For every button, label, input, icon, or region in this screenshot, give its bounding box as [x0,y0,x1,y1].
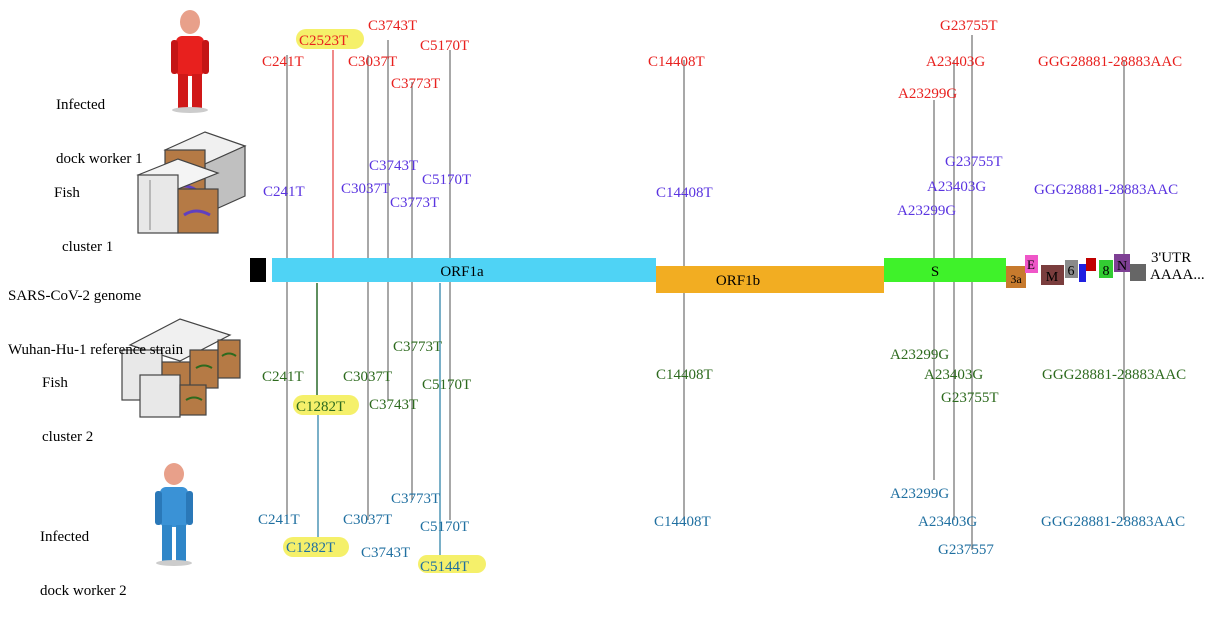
gene-orf10 [1130,264,1146,281]
mutation-label-fish1-1: C3037T [341,181,390,197]
gene-e [1025,255,1038,273]
gene-label-orf1b: ORF1b [716,273,760,289]
mutation-label-fish1-6: A23299G [897,203,956,219]
mutation-label-fish2-5: C5170T [422,377,471,393]
gene-8 [1099,260,1113,278]
mutation-label-worker2-7: C14408T [654,514,711,530]
mutation-label-worker2-11: GGG28881-28883AAC [1041,514,1185,530]
genome-mutation-diagram: ORF1a ORF1b S 3a E M 6 8 N 3'UTR AAAA... [8,10,1205,599]
label-worker2-line1: Infected [40,529,90,545]
mutation-label-fish1-8: G23755T [945,154,1003,170]
genome-map: ORF1a ORF1b S 3a E M 6 8 N 3'UTR AAAA... [250,250,1205,293]
label-fish1-line2: cluster 1 [62,239,114,255]
label-fish1-line1: Fish [54,185,80,201]
mutation-label-fish2-2: C3037T [343,369,392,385]
mutation-label-fish2-10: GGG28881-28883AAC [1042,367,1186,383]
gene-label-s: S [931,264,939,280]
highlight-c1282t-fish2 [293,395,359,415]
mutation-label-fish2-4: C3773T [393,339,442,355]
gene-m [1041,265,1064,285]
mutation-label-worker2-4: C3773T [391,491,440,507]
mutation-label-worker1-1: C2523T [299,33,348,49]
mutation-label-fish2-7: A23299G [890,347,949,363]
worker2-person-icon [155,463,193,566]
diagram-svg: ORF1a ORF1b S 3a E M 6 8 N 3'UTR AAAA... [121,10,1205,575]
fish2-boxes-icon [121,318,241,418]
polya-label: AAAA... [1150,267,1205,283]
mutation-label-worker1-4: C3773T [391,76,440,92]
gene-label-orf1a: ORF1a [440,264,484,280]
fish1-boxes-icon [136,131,247,234]
highlight-c1282t-worker2 [283,537,349,557]
gene-label-8: 8 [1103,264,1110,279]
mutation-label-fish2-3: C3743T [369,397,418,413]
mutation-label-worker2-0: C241T [258,512,300,528]
mutation-label-worker1-6: C14408T [648,54,705,70]
gene-orf1a [272,258,656,282]
mutation-label-fish1-5: C14408T [656,185,713,201]
mutation-label-fish1-0: C241T [263,184,305,200]
mutation-label-fish2-0: C241T [262,369,304,385]
label-worker2-line2: dock worker 2 [40,583,127,599]
mutation-label-worker1-9: G23755T [940,18,998,34]
gene-n [1114,254,1130,272]
mutation-label-worker1-2: C3037T [348,54,397,70]
mutation-label-fish2-6: C14408T [656,367,713,383]
label-fish2-line2: cluster 2 [42,429,94,445]
gene-s [884,258,1006,282]
mutation-label-worker1-8: A23403G [926,54,985,70]
mutation-label-worker2-10: G237557 [938,542,994,558]
label-fish2: Fish cluster 2 [42,338,93,482]
mutation-label-worker2-8: A23299G [890,486,949,502]
gene-label-3a: 3a [1010,272,1022,286]
mutation-label-fish1-2: C3743T [369,158,418,174]
mutation-label-worker1-0: C241T [262,54,304,70]
label-worker1-line2: dock worker 1 [56,151,143,167]
highlight-c5144t [418,555,486,573]
label-worker1: Infected dock worker 1 [56,60,143,204]
mutation-label-fish1-3: C3773T [390,195,439,211]
mutation-label-worker1-3: C3743T [368,18,417,34]
gene-7a [1079,264,1086,282]
mutation-label-fish2-1: C1282T [296,399,345,415]
label-worker2: Infected dock worker 2 [40,492,127,636]
label-fish2-line1: Fish [42,375,68,391]
mutation-label-worker2-2: C3037T [343,512,392,528]
gene-label-e: E [1027,257,1035,272]
gene-label-n: N [1117,259,1127,274]
label-worker1-line1: Infected [56,97,106,113]
mutation-label-fish1-4: C5170T [422,172,471,188]
mutation-label-worker1-5: C5170T [420,38,469,54]
mutation-labels: C241TC2523TC3037TC3743TC3773TC5170TC1440… [258,18,1186,575]
mutation-label-worker1-7: A23299G [898,86,957,102]
mutation-label-fish2-9: G23755T [941,390,999,406]
label-genome-line2: Wuhan-Hu-1 reference strain [8,342,184,358]
mutation-label-worker2-3: C3743T [361,545,410,561]
gene-orf1b [656,266,884,293]
mutation-label-worker2-6: C5170T [420,519,469,535]
mutation-lines [286,35,1125,560]
mutation-label-worker2-5: C5144T [420,559,469,574]
mutation-label-fish1-7: A23403G [927,179,986,195]
label-genome-line1: SARS-CoV-2 genome [8,288,142,304]
gene-3a [1006,266,1026,288]
mutation-label-worker2-9: A23403G [918,514,977,530]
genome-5prime-cap [250,258,266,282]
mutation-label-fish2-8: A23403G [924,367,983,383]
label-genome: SARS-CoV-2 genome Wuhan-Hu-1 reference s… [8,251,183,395]
gene-label-6: 6 [1068,264,1075,279]
mutation-label-fish1-9: GGG28881-28883AAC [1034,182,1178,198]
gene-6 [1065,260,1078,278]
mutation-label-worker2-1: C1282T [286,540,335,556]
mutation-label-worker1-10: GGG28881-28883AAC [1038,54,1182,70]
highlight-c2523t [296,29,364,49]
highlights [283,29,486,573]
gene-label-m: M [1046,270,1059,285]
label-fish1: Fish cluster 1 [54,148,113,292]
gene-7b [1086,258,1096,271]
worker1-person-icon [171,10,209,113]
utr-label: 3'UTR [1151,250,1191,266]
